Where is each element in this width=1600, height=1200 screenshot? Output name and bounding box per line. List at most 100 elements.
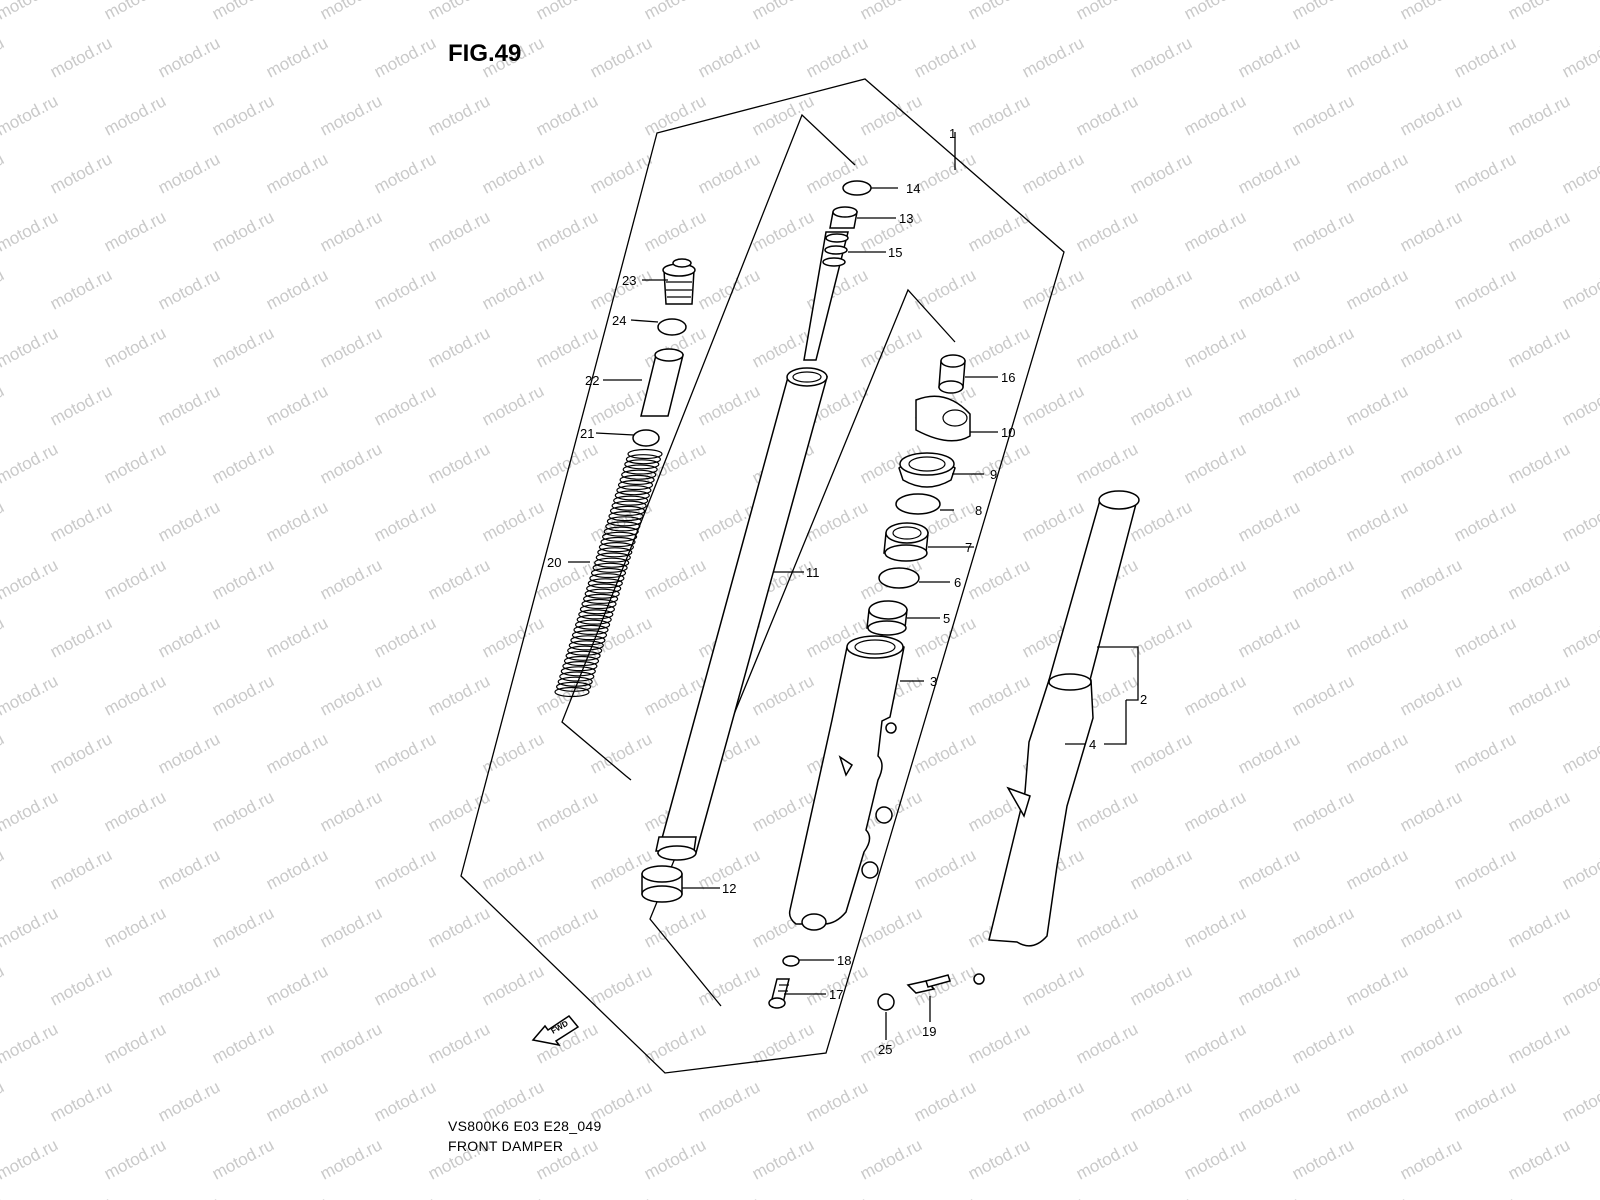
callout-8: 8	[975, 503, 982, 518]
callout-11: 11	[806, 565, 820, 580]
spring-coil	[595, 552, 631, 563]
spring-coil	[601, 531, 638, 542]
spring-coil	[616, 485, 652, 496]
spring-coil	[584, 588, 620, 599]
dust-seal-part	[898, 452, 956, 488]
spring-coil	[562, 660, 598, 672]
spring-coil	[614, 490, 650, 501]
callout-7: 7	[965, 540, 972, 555]
oil-seal-part	[883, 522, 929, 562]
ring-14-part	[842, 180, 872, 196]
callout-10: 10	[1001, 425, 1015, 440]
callout-6: 6	[954, 575, 961, 590]
cap-16-part	[938, 354, 966, 394]
spring-coil	[624, 459, 660, 470]
fork-leg-assembly	[973, 490, 1140, 985]
spring-coil	[603, 526, 639, 537]
callout-9: 9	[990, 467, 997, 482]
spring-coil	[570, 635, 606, 646]
spring-coil	[557, 676, 593, 687]
callout-labels: 1 2 3 4 5 6 7 8 9 10 11 12 13 14 15 16 1…	[547, 126, 1147, 1057]
callout-22: 22	[585, 373, 599, 388]
callout-15: 15	[888, 245, 902, 260]
diagram-name: FRONT DAMPER	[448, 1138, 564, 1154]
spring-coil	[625, 454, 662, 465]
callout-2: 2	[1140, 692, 1147, 707]
spring-coil	[621, 469, 657, 480]
gasket-part	[782, 955, 800, 967]
leader-lines	[568, 132, 1139, 1040]
figure-title: FIG.49	[448, 40, 522, 67]
spring-coil	[574, 619, 611, 630]
inner-frame-right	[649, 288, 956, 1007]
callout-4: 4	[1089, 737, 1096, 752]
spring-coil	[597, 547, 633, 558]
callout-23: 23	[622, 273, 636, 288]
callout-12: 12	[722, 881, 736, 896]
callout-5: 5	[943, 611, 950, 626]
cap-25-part	[877, 993, 895, 1011]
spring-coil	[622, 464, 658, 475]
callout-18: 18	[837, 953, 851, 968]
bush-12-part	[641, 865, 683, 903]
spring-coil	[579, 604, 616, 615]
spring-coil	[590, 567, 627, 579]
spring-coil	[619, 474, 655, 485]
callout-25: 25	[878, 1042, 892, 1057]
bush-5-part	[866, 600, 908, 636]
spring-coil	[608, 510, 644, 522]
spring-coil	[606, 516, 643, 527]
spring-coil	[611, 500, 647, 511]
callout-1: 1	[949, 126, 956, 141]
spring-coil	[571, 629, 608, 641]
bolt-19-part	[906, 974, 951, 994]
spring-coil	[560, 666, 596, 677]
diagram-code: VS800K6 E03 E28_049	[448, 1118, 602, 1134]
spring-coil	[573, 624, 609, 636]
spring-coil	[627, 448, 663, 460]
spring-coil	[589, 573, 625, 584]
callout-16: 16	[1001, 370, 1015, 385]
callout-14: 14	[906, 181, 920, 196]
spring-coil	[555, 681, 592, 692]
callout-20: 20	[547, 555, 561, 570]
nut-part	[829, 206, 858, 229]
spring-coil	[559, 671, 595, 682]
spring-coil	[594, 557, 630, 568]
spring-coil	[554, 686, 590, 698]
o-ring-part	[657, 318, 687, 336]
spring-coil	[600, 536, 636, 548]
damper-rod-part	[803, 231, 849, 361]
callout-13: 13	[899, 211, 913, 226]
inner-frame-left	[561, 113, 856, 781]
spring-coil	[581, 598, 617, 610]
washer-part	[632, 429, 660, 447]
outer-tube-part	[788, 635, 905, 931]
spring-coil	[609, 505, 646, 516]
callout-17: 17	[829, 987, 843, 1002]
ring-8-part	[895, 493, 941, 515]
callout-19: 19	[922, 1024, 936, 1039]
spring-coil	[605, 521, 641, 532]
spring-coil	[586, 583, 622, 594]
spring-coil	[565, 650, 601, 661]
assembly-frame	[460, 78, 1065, 1074]
spring-part	[554, 448, 663, 698]
callout-24: 24	[612, 313, 626, 328]
spring-coil	[592, 562, 628, 573]
callout-21: 21	[580, 426, 594, 441]
cap-bolt-part	[662, 258, 696, 305]
spacer-part	[640, 348, 684, 417]
callout-3: 3	[930, 674, 937, 689]
spring-coil	[617, 479, 654, 491]
spring-coil	[563, 655, 600, 667]
spring-coil	[568, 640, 604, 651]
spring-coil	[567, 645, 603, 656]
bolt-17-part	[768, 978, 790, 1009]
spring-coil	[598, 541, 635, 553]
inner-tube-part	[655, 367, 828, 861]
spring-coil	[587, 578, 623, 589]
fwd-arrow-icon: FWD	[531, 1014, 580, 1047]
